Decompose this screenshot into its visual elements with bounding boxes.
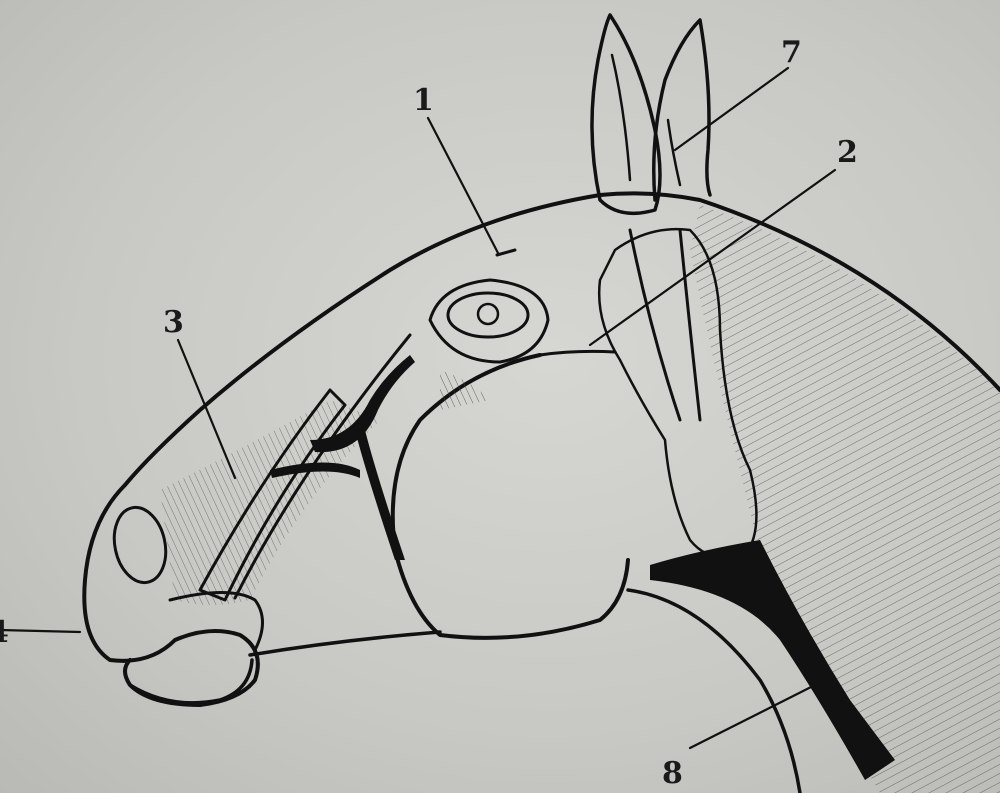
- eye-icon: [448, 293, 528, 337]
- label-8: 8: [662, 756, 683, 791]
- ear-right: [654, 20, 710, 200]
- leader-7: [675, 68, 788, 150]
- label-2: 2: [837, 135, 858, 170]
- leader-4: [0, 630, 80, 632]
- jaw-line: [250, 632, 440, 655]
- cheek-outline: [393, 355, 628, 638]
- label-7: 7: [781, 35, 802, 70]
- label-4-partial: 4: [0, 615, 9, 650]
- label-3: 3: [163, 305, 184, 340]
- label-1: 1: [413, 83, 434, 118]
- ear-left: [592, 15, 660, 213]
- leader-8: [690, 685, 815, 748]
- nostril: [108, 503, 173, 588]
- leader-3: [178, 340, 235, 478]
